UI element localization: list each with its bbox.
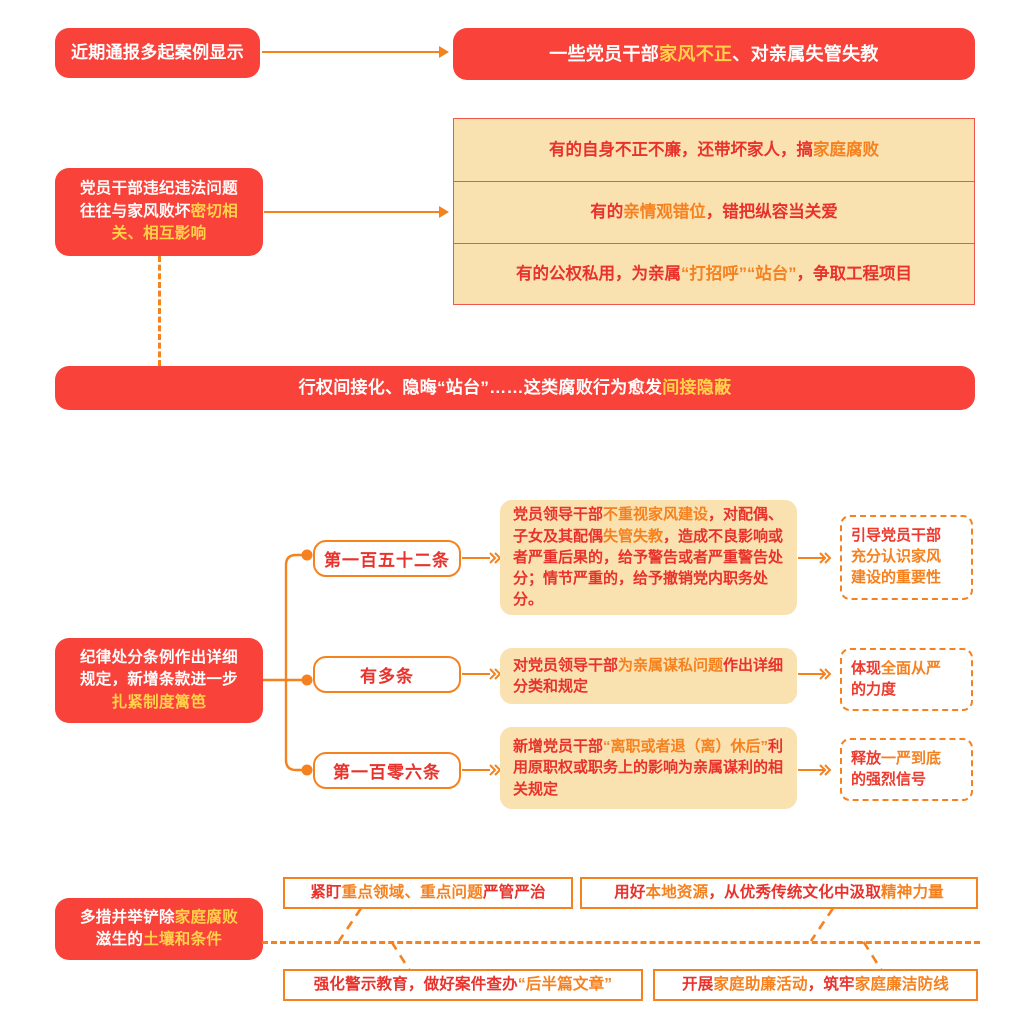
regulation-box: 纪律处分条例作出详细 规定，新增条款进一步 扎紧制度篱笆 <box>55 638 263 723</box>
branch-detail-152: 党员领导干部不重视家风建设，对配偶、子女及其配偶失管失教，造成不良影响或者严重后… <box>500 500 797 615</box>
measure-4-hl2: 家庭廉洁防线 <box>854 975 949 993</box>
note-2-line-2: 的力度 <box>851 680 897 698</box>
connector-label-to-detail-3 <box>462 769 490 772</box>
measure-top-left: 紧盯重点领域、重点问题严管严治 <box>283 877 573 909</box>
note-3-line-1: 释放一严到底 <box>851 749 942 767</box>
summary-banner-text: 行权间接化、隐晦“站台”……这类腐败行为愈发间接隐蔽 <box>299 376 732 401</box>
detail-2-pre: 对党员领导干部 <box>513 656 619 674</box>
row-2-hl: 亲情观错位 <box>623 203 706 222</box>
connector-cause-to-rows <box>264 211 444 214</box>
cause-line-1: 党员干部违纪违法问题 <box>79 180 238 198</box>
branch-detail-106: 新增党员干部“离职或者退（离）休后”利用原职权或职务上的影响为亲属谋利的相关规定 <box>500 727 797 809</box>
detail-1-post: ，造成不良影响或者严重后果的，给予警告或者严重警告处分；情节严重的，给予撤销党内… <box>513 527 784 609</box>
measures-line-1-pre: 多措并举铲除 <box>79 908 175 926</box>
connector-label-to-detail-1 <box>462 557 490 560</box>
manifestation-row: 有的亲情观错位，错把纵容当关爱 <box>454 181 974 243</box>
measures-box: 多措并举铲除家庭腐败 滋生的土壤和条件 <box>55 898 263 960</box>
measure-2-hl2: 精神力量 <box>881 883 944 901</box>
measure-4-hl: 家庭助廉活动 <box>713 975 808 993</box>
measure-bottom-right: 开展家庭助廉活动，筑牢家庭廉洁防线 <box>653 969 978 1001</box>
connector-source-to-headline <box>262 51 444 54</box>
note-3-hl: 一严到底 <box>881 749 942 767</box>
note-1-line-2: 充分认识家风 <box>851 548 942 566</box>
row-3-hl: “打招呼”“站台” <box>681 264 797 283</box>
detail-1-mid: ，对配偶、子女及其配偶 <box>513 506 784 545</box>
branch-note-many: 体现全面从严 的力度 <box>840 648 973 711</box>
detail-3-post: 利用原职权或职务上的影响为亲属谋利的相关规定 <box>513 738 784 798</box>
row-1-pre: 有的自身不正不廉，还带坏家人，搞 <box>549 140 813 159</box>
measure-2-hl: 本地资源 <box>645 883 709 901</box>
headline-pre: 一些党员干部 <box>549 43 660 64</box>
note-1-line-3: 建设的重要性 <box>851 568 942 586</box>
banner-pre: 行权间接化、隐晦“站台”……这类腐败行为愈发 <box>298 377 663 397</box>
note-1-line-1: 引导党员干部 <box>851 527 942 545</box>
note-2-hl: 全面从严 <box>881 659 942 677</box>
regulation-line-1: 纪律处分条例作出详细 <box>79 648 238 666</box>
measure-1-hl: 重点领域、重点问题 <box>341 883 483 901</box>
headline-highlight: 家风不正 <box>659 43 733 64</box>
cause-box: 党员干部违纪违法问题 往往与家风败坏密切相 关、相互影响 <box>55 168 263 256</box>
connector-label-to-detail-2 <box>462 673 490 676</box>
row-1-hl: 家庭腐败 <box>813 140 879 159</box>
headline-post: 、对亲属失管失教 <box>732 43 879 64</box>
cause-line-3-hl: 关、相互影响 <box>111 225 207 243</box>
branch-note-152: 引导党员干部 充分认识家风 建设的重要性 <box>840 515 973 600</box>
dashed-connector-vertical <box>158 256 161 366</box>
branch-detail-many: 对党员领导干部为亲属谋私问题作出详细分类和规定 <box>500 648 797 704</box>
regulation-line-2: 规定，新增条款进一步 <box>79 671 238 689</box>
regulation-box-text: 纪律处分条例作出详细 规定，新增条款进一步 扎紧制度篱笆 <box>80 647 238 714</box>
detail-1-hl2: 失管失教 <box>603 527 664 545</box>
branch-label-text: 第一百零六条 <box>333 763 441 782</box>
summary-banner: 行权间接化、隐晦“站台”……这类腐败行为愈发间接隐蔽 <box>55 366 975 410</box>
detail-1-hl1: 不重视家风建设 <box>603 506 709 524</box>
detail-3-hl1: “离职或者退（离）休后” <box>603 738 769 756</box>
connector-detail-to-note-1 <box>798 557 824 560</box>
measure-4-mid: ，筑牢 <box>807 975 855 993</box>
measure-top-right: 用好本地资源，从优秀传统文化中汲取精神力量 <box>580 877 978 909</box>
measure-4-pre: 开展 <box>682 975 714 993</box>
source-box: 近期通报多起案例显示 <box>55 28 260 78</box>
cause-line-2-pre: 往往与家风败坏 <box>79 202 191 220</box>
measure-1-pre: 紧盯 <box>310 883 342 901</box>
branch-label-many[interactable]: 有多条 <box>313 656 461 693</box>
manifestation-row: 有的自身不正不廉，还带坏家人，搞家庭腐败 <box>454 119 974 181</box>
source-box-text: 近期通报多起案例显示 <box>71 42 244 62</box>
headline-box: 一些党员干部家风不正、对亲属失管失教 <box>453 28 975 80</box>
branch-note-106: 释放一严到底 的强烈信号 <box>840 738 973 801</box>
measure-1-post: 严管严治 <box>482 883 546 901</box>
cause-line-2-hl: 密切相 <box>190 202 238 220</box>
branch-label-text: 第一百五十二条 <box>324 551 450 570</box>
measures-line-1-hl: 家庭腐败 <box>174 908 238 926</box>
branch-label-text: 有多条 <box>360 667 414 686</box>
measures-line-2-hl: 土壤和条件 <box>143 931 223 948</box>
row-2-post: ，错把纵容当关爱 <box>705 203 838 222</box>
row-2-pre: 有的 <box>590 203 624 222</box>
manifestation-list: 有的自身不正不廉，还带坏家人，搞家庭腐败 有的亲情观错位，错把纵容当关爱 有的公… <box>453 118 975 305</box>
detail-3-pre: 新增党员干部 <box>513 738 604 756</box>
headline-text: 一些党员干部家风不正、对亲属失管失教 <box>549 41 878 67</box>
detail-2-post: 作出详细分类和规定 <box>513 656 784 695</box>
connector-detail-to-note-3 <box>798 769 824 772</box>
cause-box-text: 党员干部违纪违法问题 往往与家风败坏密切相 关、相互影响 <box>80 178 238 245</box>
measures-line-2-pre: 滋生的 <box>95 931 144 948</box>
fishbone-spine <box>262 941 980 944</box>
measure-3-pre: 强化警示教育，做好案件查办 <box>313 975 518 993</box>
connector-detail-to-note-2 <box>798 673 824 676</box>
note-2-line-1: 体现全面从严 <box>851 659 942 677</box>
manifestation-row: 有的公权私用，为亲属“打招呼”“站台”，争取工程项目 <box>454 243 974 304</box>
branch-label-106[interactable]: 第一百零六条 <box>313 752 461 789</box>
branch-label-152[interactable]: 第一百五十二条 <box>313 540 461 577</box>
measure-bottom-left: 强化警示教育，做好案件查办“后半篇文章” <box>283 969 643 1001</box>
row-3-pre: 有的公权私用，为亲属 <box>516 264 681 283</box>
measure-2-pre: 用好 <box>614 883 646 901</box>
detail-2-hl1: 为亲属谋私问题 <box>618 656 724 674</box>
row-3-post: ，争取工程项目 <box>796 264 913 283</box>
detail-1-pre: 党员领导干部 <box>513 506 604 524</box>
measure-3-hl: “后半篇文章” <box>517 975 613 993</box>
measure-2-mid: ，从优秀传统文化中汲取 <box>708 883 882 901</box>
measures-box-text: 多措并举铲除家庭腐败 滋生的土壤和条件 <box>80 907 238 952</box>
note-3-line-2: 的强烈信号 <box>851 770 927 788</box>
banner-hl: 间接隐蔽 <box>662 377 732 397</box>
regulation-line-3-hl: 扎紧制度篱笆 <box>111 693 207 711</box>
